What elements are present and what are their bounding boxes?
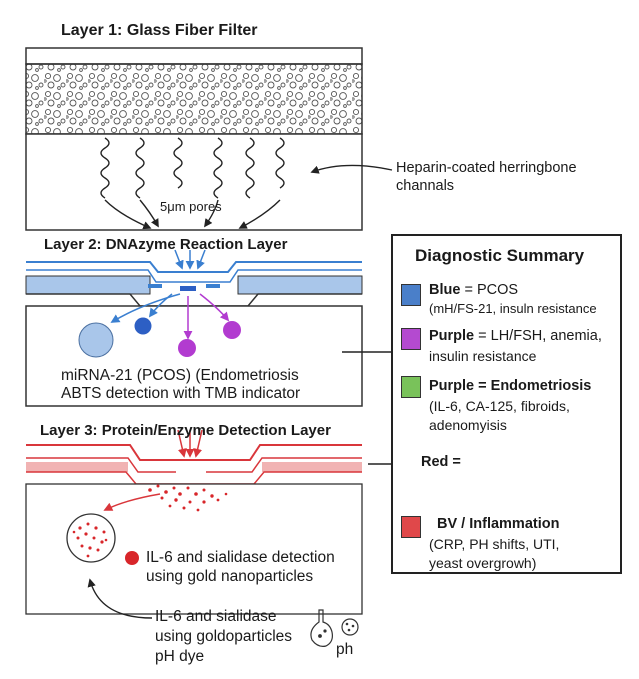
gold-nanoparticle-well — [66, 513, 116, 563]
layer3-note-line1: IL-6 and sialidase — [155, 608, 277, 625]
legend-blue-rest: = PCOS — [460, 282, 519, 298]
legend-bv-sub1: (CRP, PH shifts, UTI, — [429, 536, 560, 552]
legend-blue-sub: (mH/FS-21, insuln resistance — [429, 301, 597, 316]
layer1-title: Layer 1: Glass Fiber Filter — [61, 22, 258, 39]
red-swatch — [401, 516, 421, 538]
legend-purple1-rest: = LH/FSH, anemia, — [474, 328, 602, 344]
reaction-arrows — [110, 249, 230, 340]
legend-purple2-sub2: adenomyisis — [429, 417, 507, 433]
legend-title: Diagnostic Summary — [415, 246, 585, 265]
channels-label-line1: Heparin-coated herringbone — [396, 160, 577, 176]
channels-label-line2: channals — [396, 178, 455, 194]
legend-purple1-key: Purple — [429, 328, 475, 344]
dark-blue-dot — [134, 317, 152, 335]
layer2-detection-line1: miRNA-21 (PCOS) (Endometriosis — [61, 367, 299, 384]
legend-red-label: Red = — [421, 454, 461, 470]
purple-swatch — [401, 328, 421, 350]
pore-arrows — [104, 199, 281, 230]
layer2-detection-line2: ABTS detection with TMB indicator — [61, 385, 301, 402]
legend-purple2-sub1: (IL-6, CA-125, fibroids, — [429, 398, 570, 414]
channels-pointer-arrow — [310, 164, 393, 174]
legend-bv-key: BV / Inflammation — [437, 516, 560, 532]
purple-dot-1 — [178, 339, 196, 357]
legend-blue-key: Blue — [429, 282, 461, 298]
layer1-filter — [25, 47, 363, 231]
note-pointer-arrow — [87, 578, 153, 619]
pores-label: 5μm pores — [160, 199, 222, 214]
layer3-detection-line1: IL-6 and sialidase detection — [146, 549, 335, 566]
green-swatch — [401, 376, 421, 398]
legend-blue-line: Blue = PCOS — [429, 282, 518, 299]
light-blue-dot — [78, 322, 114, 358]
nanoparticle-spray — [148, 484, 228, 512]
diagnostic-summary-legend: Diagnostic Summary Blue = PCOS (mH/FS-21… — [391, 234, 622, 574]
pore-squiggles — [100, 137, 285, 199]
blue-swatch — [401, 284, 421, 306]
ph-label: ph — [336, 641, 354, 658]
layer3-detection-line2: using gold nanoparticles — [146, 568, 314, 585]
legend-purple1-sub: insulin resistance — [429, 348, 537, 364]
ph-flask-icon — [310, 609, 333, 647]
layer3-note-line3: pH dye — [155, 648, 205, 665]
layer2-reaction — [25, 261, 363, 407]
protein-arrows — [103, 429, 203, 511]
legend-purple1-line: Purple = LH/FSH, anemia, — [429, 328, 602, 345]
layer3-title: Layer 3: Protein/Enzyme Detection Layer — [40, 422, 331, 439]
purple-dot-2 — [223, 321, 241, 339]
layer3-note-line2: using goldoparticles — [155, 628, 293, 645]
ph-dots-icon — [341, 618, 359, 636]
red-indicator-dot — [125, 551, 139, 565]
legend-purple2-key: Purple = Endometriosis — [429, 378, 592, 394]
legend-bv-sub2: yeast overgrowh) — [429, 555, 537, 571]
layer2-title: Layer 2: DNAzyme Reaction Layer — [44, 236, 288, 253]
